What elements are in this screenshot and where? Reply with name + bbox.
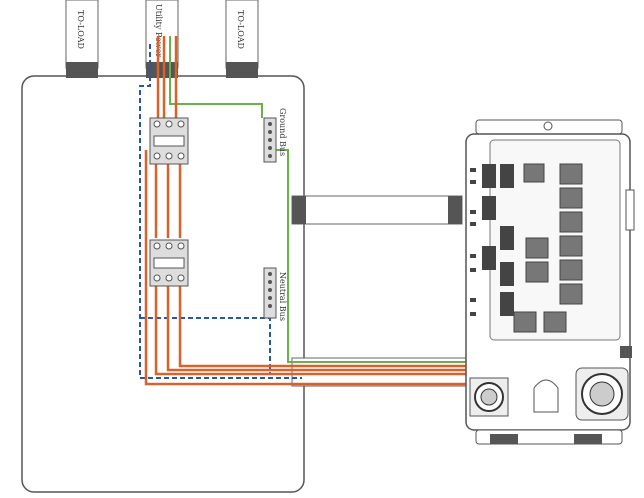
ground-bus: [263, 117, 277, 163]
twist-lock-outlet-icon: [469, 377, 509, 417]
breaker-lower: [149, 239, 189, 287]
conduit-left: [65, 0, 99, 78]
inlet-socket-icon: [575, 367, 629, 421]
relay-blocks: [513, 163, 583, 333]
side-latch: [620, 189, 635, 358]
label-load-right: TO-LOAD: [236, 10, 245, 49]
label-utility-power: Utility Power: [154, 4, 163, 57]
neutral-bus: [263, 267, 277, 319]
label-load-left: TO-LOAD: [76, 10, 85, 49]
label-ground-bus: Ground Bus: [278, 108, 287, 156]
conduit-right: [225, 0, 259, 78]
label-neutral-bus: Neutral Bus: [278, 272, 287, 321]
breaker-upper: [149, 117, 189, 165]
terminal-blocks: [470, 164, 514, 316]
connector-conduit-upper: [291, 195, 463, 225]
knockout-icon: [533, 379, 559, 413]
